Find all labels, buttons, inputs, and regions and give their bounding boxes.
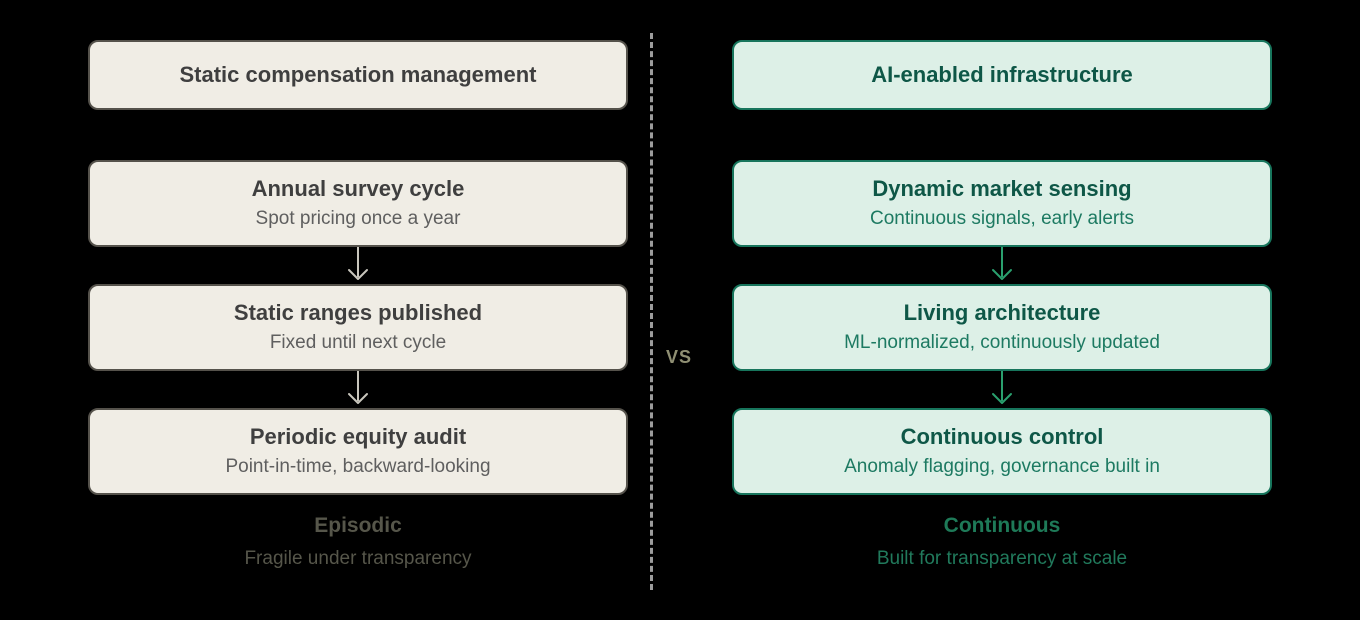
step-title: Dynamic market sensing bbox=[872, 175, 1132, 201]
down-arrow-icon bbox=[346, 247, 370, 284]
right-step-continuous-control: Continuous control Anomaly flagging, gov… bbox=[732, 408, 1272, 495]
down-arrow-icon bbox=[990, 247, 1014, 284]
down-arrow-icon bbox=[346, 371, 370, 408]
step-title: Periodic equity audit bbox=[249, 423, 467, 449]
step-subtitle: ML-normalized, continuously updated bbox=[844, 332, 1160, 354]
step-subtitle: Spot pricing once a year bbox=[255, 208, 461, 230]
right-footer-subtitle: Built for transparency at scale bbox=[876, 548, 1128, 569]
step-title: Annual survey cycle bbox=[251, 175, 465, 201]
left-step-periodic-equity-audit: Periodic equity audit Point-in-time, bac… bbox=[88, 408, 628, 495]
left-step-annual-survey-cycle: Annual survey cycle Spot pricing once a … bbox=[88, 160, 628, 247]
down-arrow-icon bbox=[990, 371, 1014, 408]
right-column-header-box: AI-enabled infrastructure bbox=[732, 40, 1272, 110]
right-step-dynamic-market-sensing: Dynamic market sensing Continuous signal… bbox=[732, 160, 1272, 247]
right-step-living-architecture: Living architecture ML-normalized, conti… bbox=[732, 284, 1272, 371]
right-footer-title: Continuous bbox=[943, 514, 1061, 537]
step-subtitle: Anomaly flagging, governance built in bbox=[844, 456, 1160, 478]
step-subtitle: Fixed until next cycle bbox=[269, 332, 447, 354]
left-column-header-label: Static compensation management bbox=[179, 61, 537, 87]
step-title: Static ranges published bbox=[233, 299, 483, 325]
vs-label: vs bbox=[665, 347, 692, 367]
step-subtitle: Continuous signals, early alerts bbox=[869, 208, 1135, 230]
right-column-header-label: AI-enabled infrastructure bbox=[871, 61, 1133, 87]
vertical-dashed-divider bbox=[650, 33, 653, 590]
left-column-header-box: Static compensation management bbox=[88, 40, 628, 110]
step-title: Continuous control bbox=[900, 423, 1104, 449]
step-title: Living architecture bbox=[903, 299, 1101, 325]
step-subtitle: Point-in-time, backward-looking bbox=[225, 456, 491, 478]
left-step-static-ranges-published: Static ranges published Fixed until next… bbox=[88, 284, 628, 371]
left-footer-subtitle: Fragile under transparency bbox=[244, 548, 472, 569]
left-footer-title: Episodic bbox=[314, 514, 402, 537]
